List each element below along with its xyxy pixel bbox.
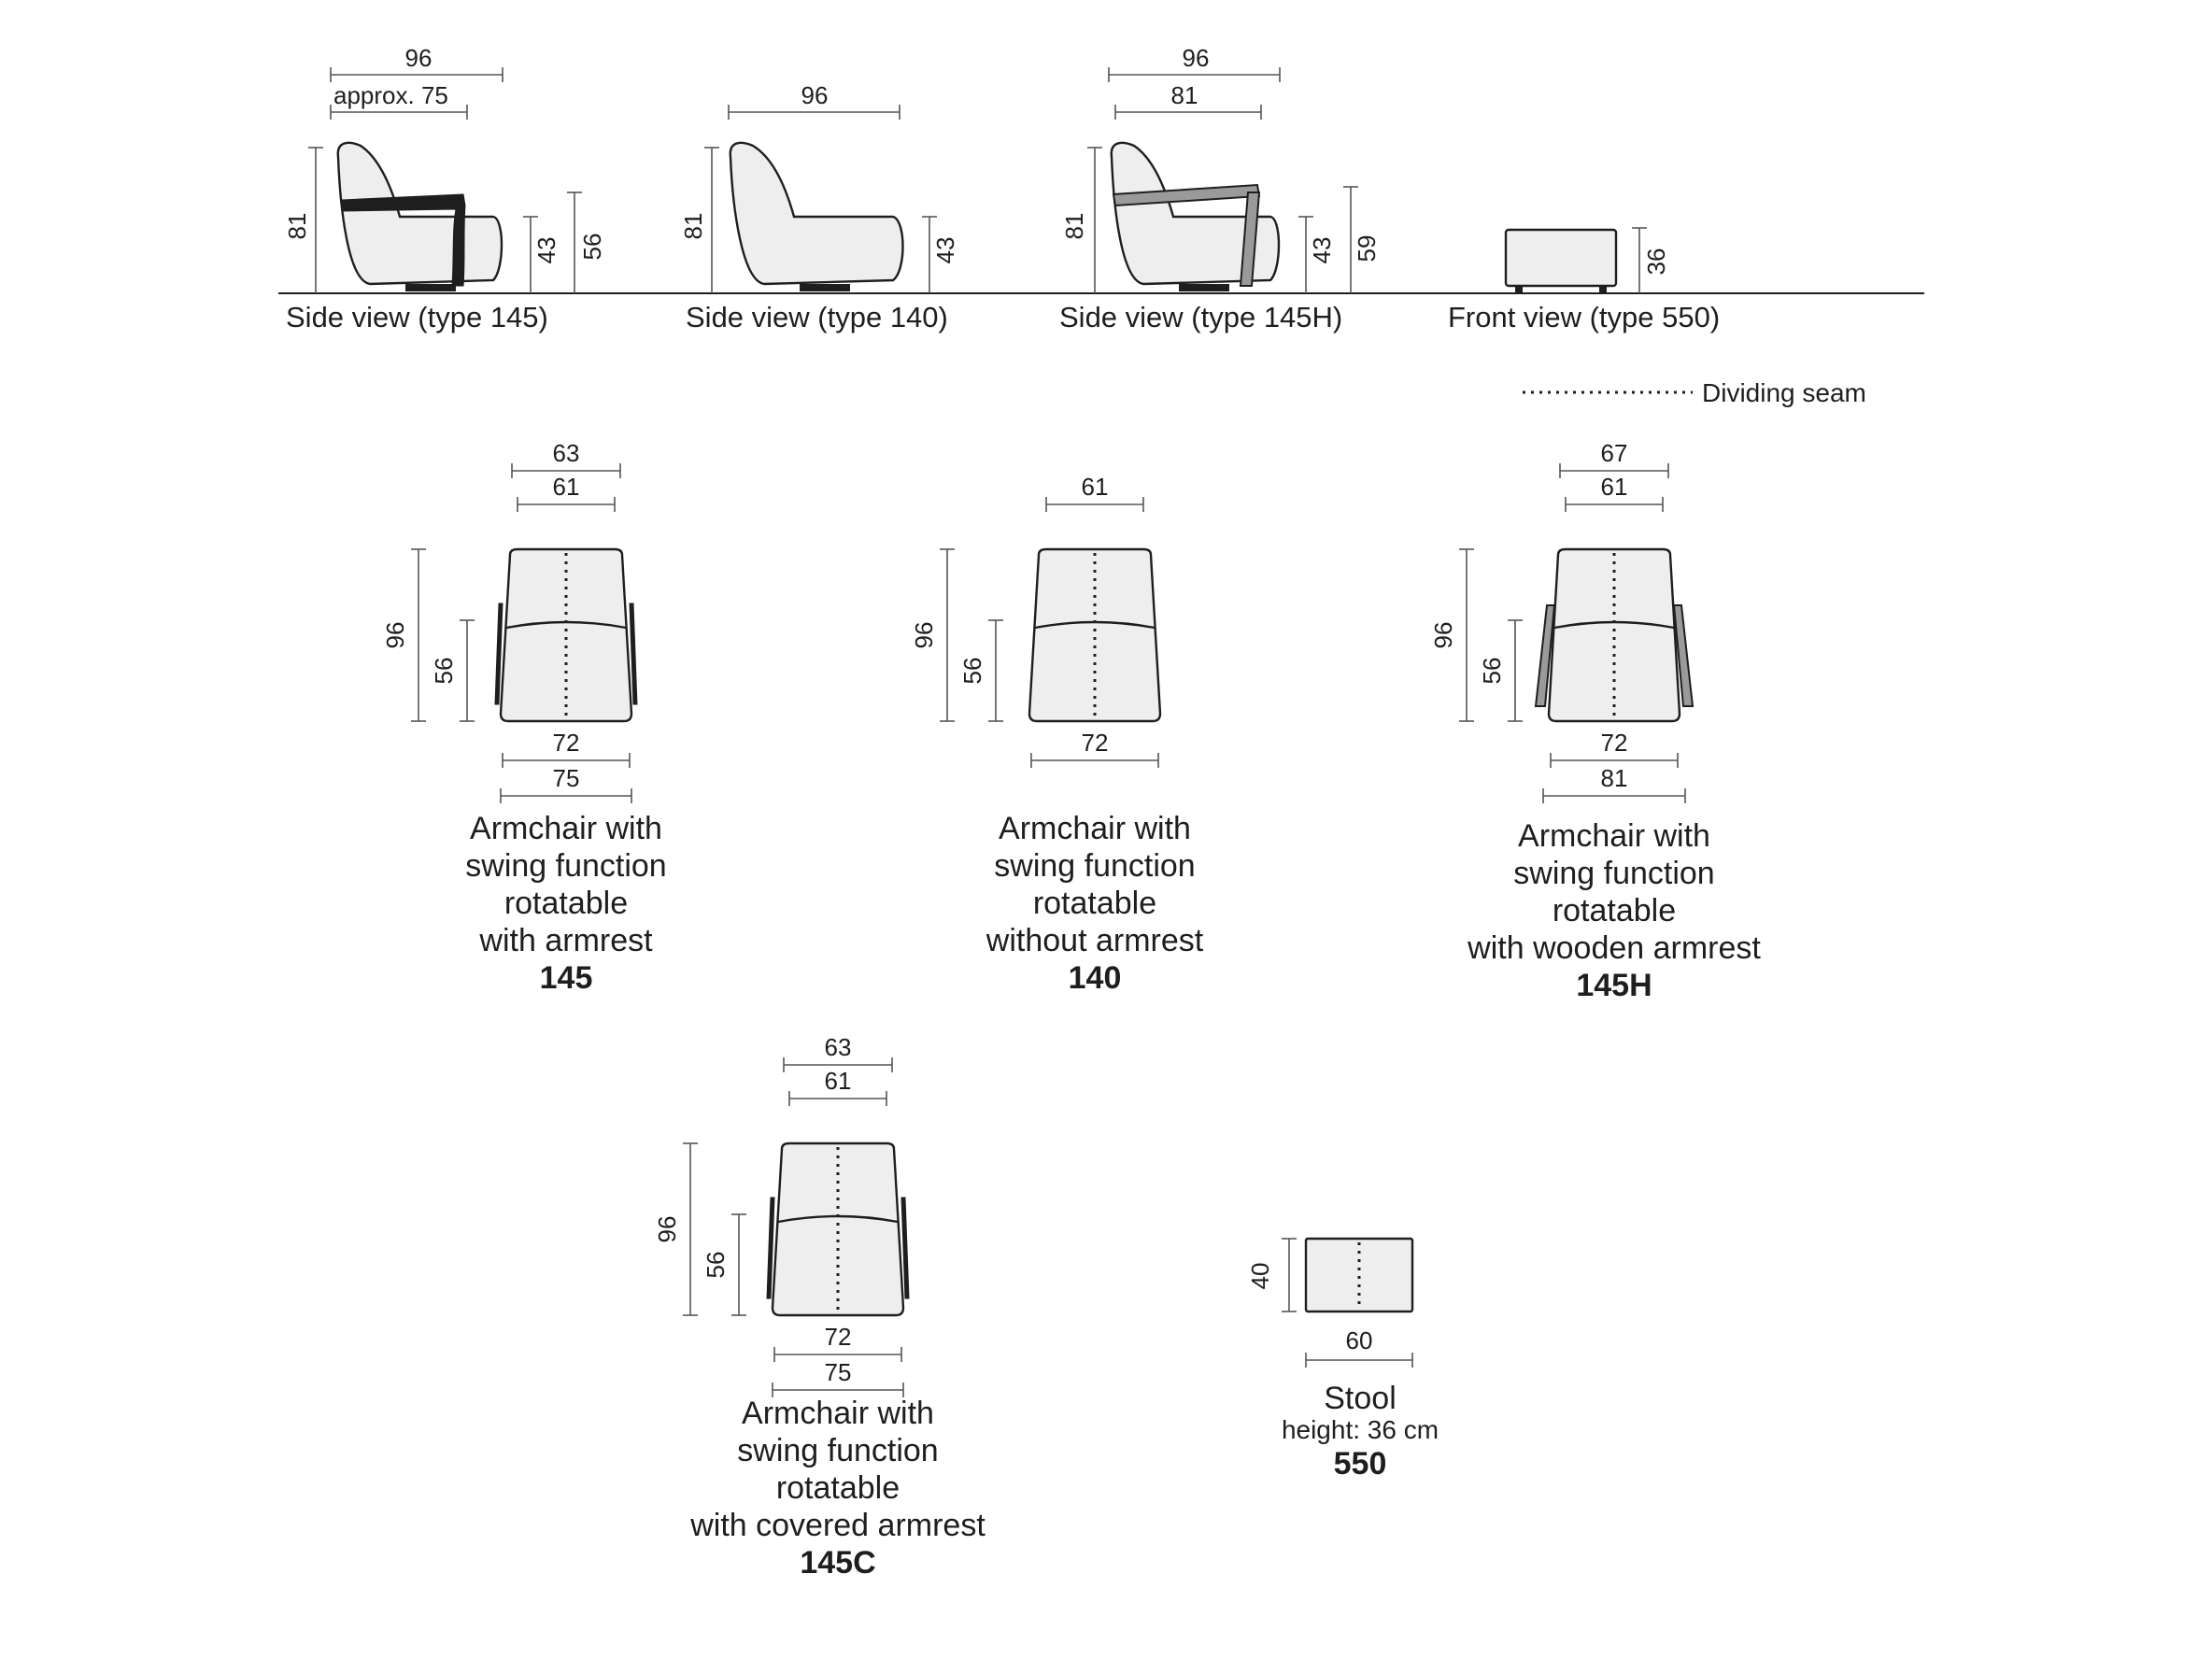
top-145C-depth: 96 [653,1216,681,1243]
top-145H-left-armrest [1534,604,1556,707]
top-145C-chair-shape [771,1141,905,1317]
stool-550: 40 60 Stool height: 36 cm 550 [1246,1237,1439,1482]
side-145H-armrest-leg [1239,191,1261,287]
stool-title: Stool [1324,1381,1397,1416]
side-145H-caption: Side view (type 145H) [1059,301,1342,333]
side-145H-inner-depth-label: 81 [1171,81,1198,109]
top-145C-description-line: with covered armrest [689,1508,985,1543]
side-140-base [800,284,850,291]
top-140-depth: 96 [910,622,938,649]
top-145-bottom-inner-width: 72 [553,729,580,757]
top-145C-inner-width: 61 [825,1067,852,1095]
top-140-bottom-inner-width: 72 [1082,729,1109,757]
side-view-140: 96 81 43 Side view (type 140) [679,81,959,333]
top-145-chair-shape [499,547,633,723]
top-140-description-line: swing function [994,848,1195,884]
legend-dividing-seam: Dividing seam [1523,378,1866,407]
top-145C-bottom-inner-width: 72 [825,1323,852,1351]
top-145H-chair-shape [1547,547,1681,723]
top-145-bottom-outer-width: 75 [553,764,580,792]
top-145H-model-number: 145H [1576,968,1652,1003]
dividing-seam-label: Dividing seam [1702,378,1866,407]
top-145H-description-line: swing function [1513,856,1714,891]
side-145-base [405,284,456,291]
front-550-stool-shape [1504,228,1618,288]
top-145-left-armrest [494,603,503,705]
top-140-chair-shape [1028,547,1162,723]
top-145C-description-line: Armchair with [742,1396,934,1431]
top-145-model-number: 145 [540,960,593,996]
top-140-description-line: Armchair with [999,811,1191,846]
top-145-outer-width: 63 [553,439,580,467]
top-145C-outer-width: 63 [825,1033,852,1061]
stool-model-number: 550 [1334,1446,1387,1482]
side-145-caption: Side view (type 145) [286,301,548,333]
side-view-145: 96 approx. 75 81 43 56 Side view (type 1… [283,44,606,333]
top-145-depth: 96 [381,622,409,649]
top-140-description-line: rotatable [1033,886,1156,921]
top-145C-model-number: 145C [800,1545,875,1581]
front-550-caption: Front view (type 550) [1448,301,1720,333]
side-145-seat-shape [336,141,503,286]
side-140-seat-shape [729,141,904,286]
top-145H-description-line: with wooden armrest [1467,930,1761,966]
side-140-back-height-label: 81 [679,213,707,240]
top-145H-bottom-outer-width: 81 [1601,764,1628,792]
top-145C-description-line: swing function [737,1433,938,1468]
top-145-description-line: with armrest [478,923,653,958]
top-140-description-line: without armrest [985,923,1204,958]
top-145C-right-armrest [900,1197,910,1299]
top-140-model-number: 140 [1069,960,1122,996]
side-145-seat-height-label: 43 [532,237,560,264]
side-145-depth-label: 96 [405,44,432,72]
stool-depth-label: 40 [1246,1263,1274,1290]
side-145-seat-depth-label: approx. 75 [333,81,448,109]
front-550-height-label: 36 [1642,248,1670,276]
top-145H-description-line: Armchair with [1518,818,1710,854]
top-145H-seat-depth: 56 [1478,658,1506,685]
top-145H-bottom-inner-width: 72 [1601,729,1628,757]
top-140-inner-width: 61 [1082,473,1109,501]
side-145H-seat-height-label: 43 [1308,237,1336,264]
side-140-seat-height-label: 43 [931,237,959,264]
side-145H-back-height-label: 81 [1060,213,1088,240]
side-145H-base [1179,284,1229,291]
side-145H-depth-label: 96 [1183,44,1210,72]
stool-height-note: height: 36 cm [1282,1415,1439,1444]
top-145-seat-depth: 56 [430,658,458,685]
top-145H-right-armrest [1672,604,1694,707]
top-145H-outer-width: 67 [1601,439,1628,467]
side-140-caption: Side view (type 140) [686,301,948,333]
top-145H-inner-width: 61 [1601,473,1628,501]
side-145H-seat-shape [1110,141,1281,286]
top-145-right-armrest [629,603,638,705]
top-145-inner-width: 61 [553,473,580,501]
side-145-arm-height-label: 56 [578,234,606,261]
top-145-description-line: rotatable [504,886,628,921]
top-145H-description-line: rotatable [1553,893,1676,929]
front-view-550: 36 Front view (type 550) [1448,227,1720,333]
top-145C-seat-depth: 56 [702,1252,730,1279]
top-145-description-line: swing function [465,848,666,884]
side-view-145H: 96 81 81 43 59 Side view (type 145H) [1059,44,1381,333]
side-145-armrest [341,193,466,287]
top-140-seat-depth: 56 [958,658,986,685]
side-145-back-height-label: 81 [283,213,311,240]
top-145-description-line: Armchair with [470,811,662,846]
side-145H-arm-height-label: 59 [1353,235,1381,262]
top-145C-bottom-outer-width: 75 [825,1358,852,1386]
top-145H-depth: 96 [1429,622,1457,649]
side-140-depth-label: 96 [801,81,829,109]
top-145C-left-armrest [766,1197,775,1299]
top-145C-description-line: rotatable [776,1470,900,1506]
stool-width-label: 60 [1346,1326,1373,1354]
stool-shape [1304,1237,1414,1313]
